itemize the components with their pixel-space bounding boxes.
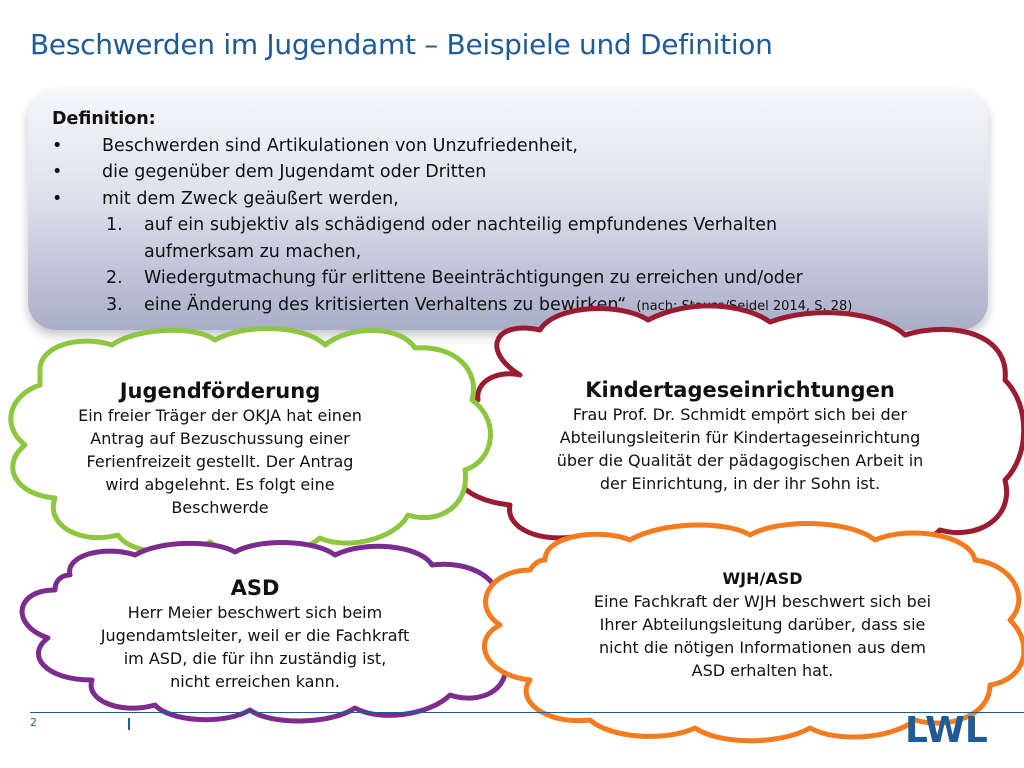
definition-bullet: •die gegenüber dem Jugendamt oder Dritte… xyxy=(52,162,487,182)
cloud-line: wird abgelehnt. Es folgt eine xyxy=(105,475,335,494)
definition-numbered-item: 2. Wiedergutmachung für erlittene Beeint… xyxy=(106,268,803,288)
cloud-line: Antrag auf Bezuschussung einer xyxy=(90,429,350,448)
cloud-line: ASD erhalten hat. xyxy=(691,661,834,680)
footer-tick xyxy=(128,718,130,730)
cloud-title-wjh: WJH/ASD xyxy=(722,569,803,588)
cloud-line: nicht die nötigen Informationen aus dem xyxy=(599,638,926,657)
cloud-line: Ihrer Abteilungsleitung darüber, dass si… xyxy=(599,615,926,634)
cloud-line: der Einrichtung, in der ihr Sohn ist. xyxy=(599,474,881,493)
definition-numbered-item: 1. auf ein subjektiv als schädigend oder… xyxy=(106,215,778,262)
cloud-line: Ein freier Träger der OKJA hat einen xyxy=(78,406,362,425)
footer-divider xyxy=(30,712,1024,713)
cloud-line: Beschwerde xyxy=(171,498,269,517)
cloud-line: Eine Fachkraft der WJH beschwert sich be… xyxy=(593,592,932,611)
cloud-jugendfoerderung: Jugendförderung Ein freier Träger der OK… xyxy=(35,378,405,519)
definition-bullet: •mit dem Zweck geäußert werden, xyxy=(52,188,399,209)
cloud-line: Abteilungsleiterin für Kindertageseinric… xyxy=(559,428,921,447)
cloud-kita: Kindertageseinrichtungen Frau Prof. Dr. … xyxy=(525,377,955,495)
cloud-line: im ASD, die für ihn zuständig ist, xyxy=(123,649,387,668)
cloud-line: Frau Prof. Dr. Schmidt empört sich bei d… xyxy=(572,405,908,424)
page-number: 2 xyxy=(30,716,37,729)
cloud-title-kita: Kindertageseinrichtungen xyxy=(585,378,895,402)
cloud-title-asd: ASD xyxy=(230,576,280,600)
cloud-shape-asd xyxy=(19,540,528,724)
lwl-logo: LWL xyxy=(905,710,988,751)
cloud-line: Ferienfreizeit gestellt. Der Antrag xyxy=(86,452,354,471)
cloud-title-jugendfoerderung: Jugendförderung xyxy=(119,379,321,403)
cloud-wjh: WJH/ASD Eine Fachkraft der WJH beschwert… xyxy=(555,568,970,682)
cloud-line: nicht erreichen kann. xyxy=(170,672,340,691)
cloud-shape-wjh xyxy=(481,521,1024,744)
cloud-shape-kita xyxy=(447,303,1024,553)
cloud-shape-jugendfoerderung xyxy=(8,326,493,558)
cloud-line: Herr Meier beschwert sich beim xyxy=(127,603,383,622)
definition-bullet: •Beschwerden sind Artikulationen von Unz… xyxy=(52,135,578,156)
definition-box xyxy=(28,90,988,330)
definition-heading: Definition: xyxy=(52,109,156,129)
page-title: Beschwerden im Jugendamt – Beispiele und… xyxy=(30,28,773,61)
cloud-line: Jugendamtsleiter, weil er die Fachkraft xyxy=(100,626,410,645)
cloud-line: über die Qualität der pädagogischen Arbe… xyxy=(556,451,924,470)
cloud-asd: ASD Herr Meier beschwert sich beim Jugen… xyxy=(70,575,440,693)
definition-content: Definition: •Beschwerden sind Artikulati… xyxy=(52,106,972,320)
